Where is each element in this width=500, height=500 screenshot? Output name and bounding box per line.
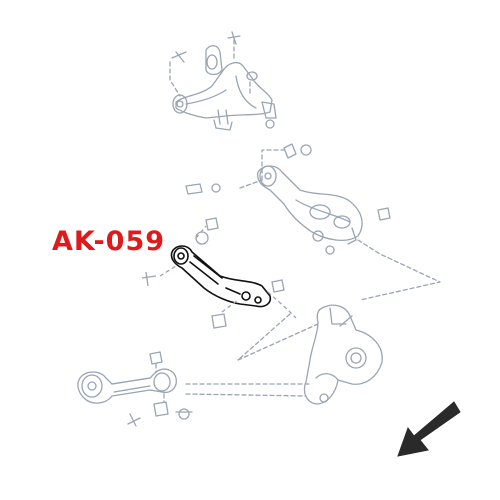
lower-control-arm-ghost — [185, 143, 391, 255]
lower-arm-leaders — [239, 149, 441, 301]
ak-059-arm-highlight — [170, 245, 272, 308]
upper-arm-leaders — [169, 39, 251, 97]
front-direction-arrow-icon — [397, 401, 461, 457]
ak-059-hardware-ghost — [141, 217, 285, 329]
trailing-link-leaders — [155, 363, 165, 403]
trailing-link-ghost — [77, 351, 193, 427]
knuckle-leaders — [185, 313, 319, 397]
rear-knuckle-ghost — [303, 304, 383, 405]
ak-059-leaders — [159, 225, 297, 319]
part-number-label: AK-059 — [52, 226, 166, 257]
upper-control-arm-ghost — [171, 31, 277, 131]
